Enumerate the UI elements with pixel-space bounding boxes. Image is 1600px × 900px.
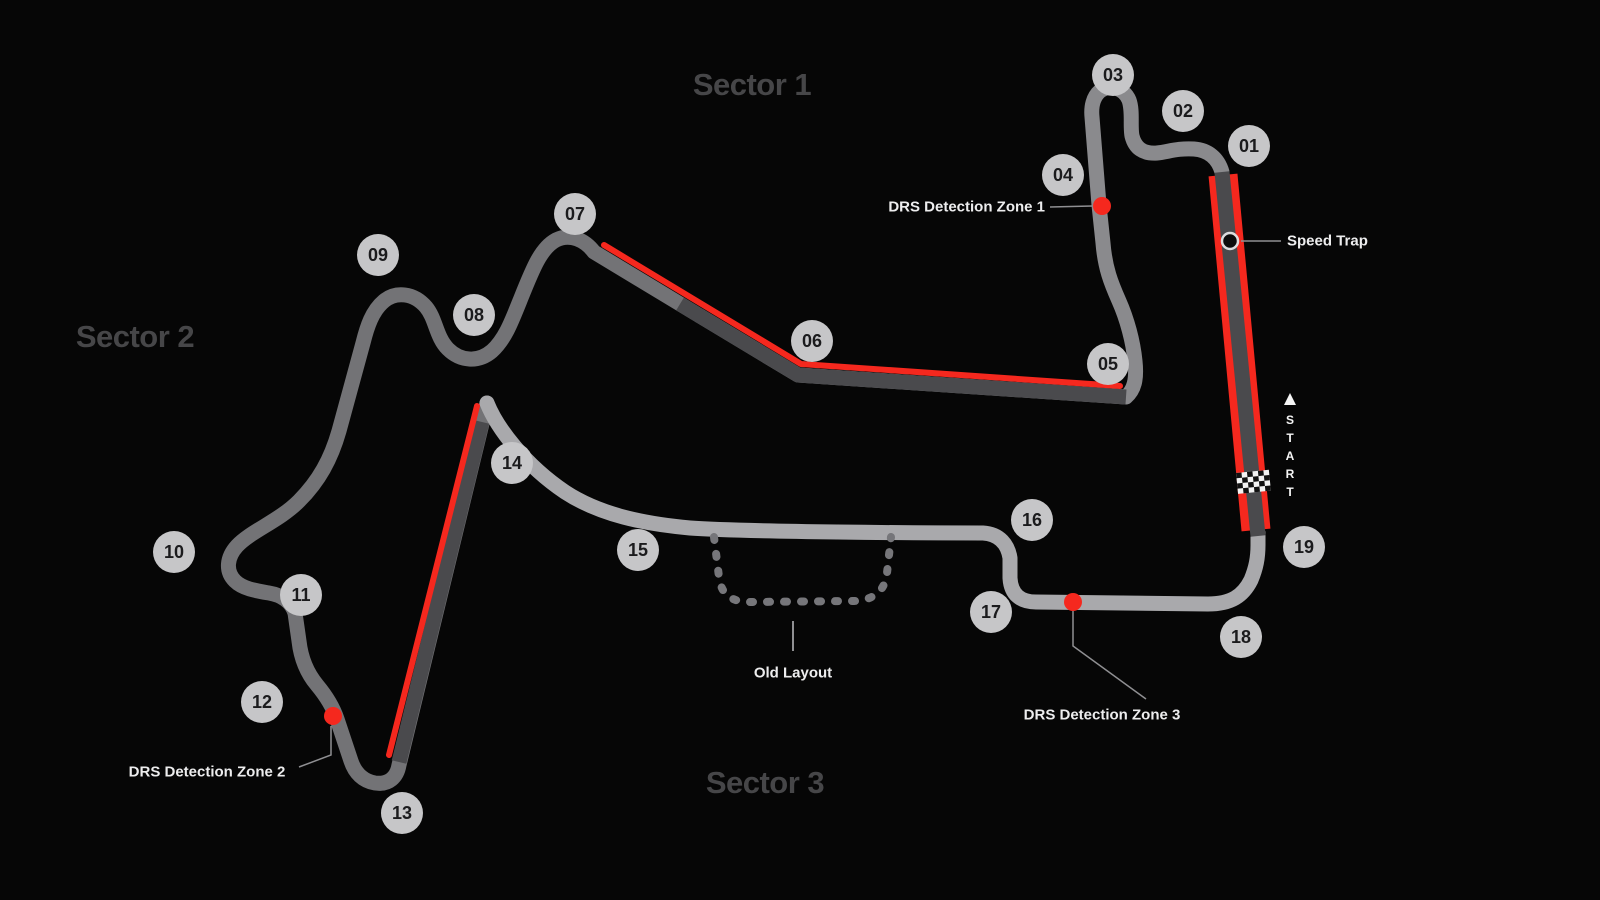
track-diagonal-dark: [676, 297, 1127, 405]
drs-zone-3-connector-line: [1072, 611, 1147, 700]
start-label: START: [1283, 413, 1297, 503]
drs-zone-3-label: DRS Detection Zone 3: [1023, 706, 1181, 724]
track-sector-3: [479, 395, 1266, 612]
drs-detection-dot-2: [324, 707, 342, 725]
speed-trap-label: Speed Trap: [1287, 232, 1368, 250]
old-layout-dashed-track: [710, 533, 895, 607]
track-sector-2: [221, 229, 708, 791]
drs-detection-dot-1: [1093, 197, 1111, 215]
old-layout-label: Old Layout: [753, 664, 833, 682]
drs-zone-stripe-13-14: [386, 403, 480, 758]
sector-3-label: Sector 3: [705, 765, 825, 800]
drs-zone-2-label: DRS Detection Zone 2: [128, 763, 286, 781]
start-finish-flag: [1236, 469, 1271, 494]
drs-zone-stripe-diagonal: [601, 242, 1123, 389]
drs-zone-2-connector-line: [298, 726, 332, 768]
drs-zone-1-label: DRS Detection Zone 1: [888, 198, 1045, 216]
drs-detection-dot-3: [1064, 593, 1082, 611]
sector-2-label: Sector 2: [75, 319, 195, 354]
start-direction-arrow-icon: [1284, 393, 1296, 405]
track-13-14-dark: [391, 420, 490, 764]
sector-1-label: Sector 1: [692, 67, 812, 102]
drs-zone-1-connector-line: [1049, 205, 1093, 208]
speed-trap-dot: [1220, 231, 1240, 251]
